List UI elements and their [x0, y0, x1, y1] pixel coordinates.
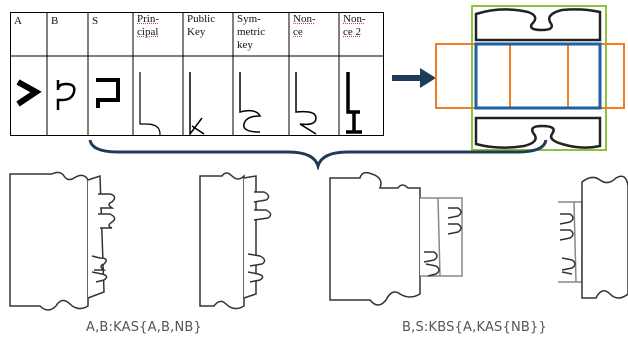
blue-frame [476, 44, 600, 108]
header-b: B [51, 15, 58, 27]
nonce-edge [296, 72, 316, 134]
symmetric-key-edge [240, 72, 260, 132]
header-symmetric-key: Sym- metric key [237, 13, 289, 52]
nonce2-edge [346, 72, 362, 132]
orange-frame [436, 44, 624, 108]
header-s: S [92, 15, 98, 27]
header-nonce2: Non- ce 2 [343, 13, 383, 39]
public-key-edge [190, 72, 204, 134]
header-nonce: Non- ce [293, 13, 339, 39]
caption-left: A,B:KAS{A,B,NB} [86, 320, 202, 335]
header-principal: Prin- cipal [137, 13, 183, 39]
right-arrow-icon [392, 68, 436, 88]
figure-4 [558, 176, 628, 298]
chevron-glyph-a [18, 82, 36, 104]
hook-glyph-b [58, 80, 74, 110]
bracket-glyph-s [96, 80, 118, 108]
puzzle-assembly-figures [0, 166, 628, 316]
figure-2 [200, 173, 271, 309]
caption-right: B,S:KBS{A,KAS{NB}} [402, 320, 547, 335]
top-piece [476, 9, 600, 40]
header-public-key: Public Key [187, 13, 233, 39]
principal-edge [140, 72, 160, 136]
figure-3 [330, 173, 462, 305]
assembled-puzzle-figure [432, 0, 628, 156]
header-a: A [14, 15, 22, 27]
figure-1 [10, 172, 115, 310]
